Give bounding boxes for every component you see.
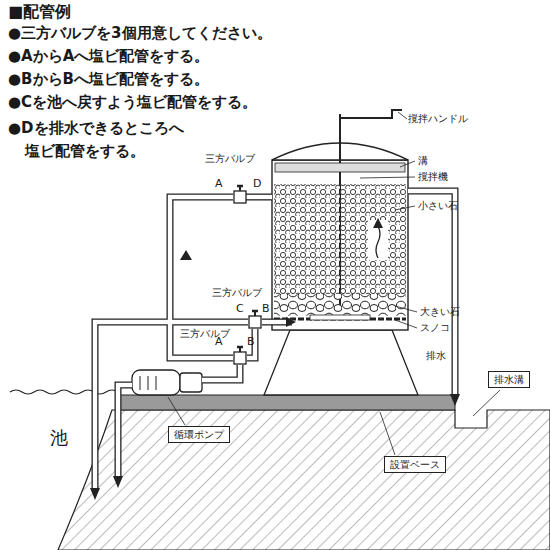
circulation-pump xyxy=(132,370,202,395)
port-letter: A xyxy=(215,336,223,349)
leader-lines xyxy=(168,112,500,455)
part-label: 小さい石 xyxy=(418,200,458,212)
pond-label: 池 xyxy=(50,428,68,449)
pipe xyxy=(170,197,233,358)
note: ●AからAへ塩ビ配管をする。 xyxy=(8,48,209,65)
pipe xyxy=(408,191,455,396)
pipe-bore xyxy=(95,322,248,490)
flow-arrow xyxy=(90,488,100,500)
port-letter: B xyxy=(247,336,255,349)
installation-base xyxy=(120,395,455,410)
ground xyxy=(58,410,550,550)
port-letter: D xyxy=(253,178,261,191)
box-text: 排水溝 xyxy=(494,374,524,385)
valve-label: 三方バルブ xyxy=(205,153,255,165)
part-label: スノコ xyxy=(420,322,450,334)
part-label: 排水 xyxy=(426,350,446,362)
pipe xyxy=(247,329,255,358)
label-box: 設置ベース xyxy=(384,456,446,473)
note: ●Dを排水できるところへ 塩ビ配管をする。 xyxy=(8,117,197,163)
port-letter: A xyxy=(215,178,223,191)
note: ●三方バルブを3個用意してください。 xyxy=(8,25,272,42)
three-way-valve xyxy=(234,186,246,203)
filter-tank xyxy=(264,110,418,395)
valve-label: 三方バルブ xyxy=(212,287,262,299)
pipe-bore xyxy=(202,365,240,380)
port-letter: C xyxy=(236,303,244,316)
flow-arrow xyxy=(450,394,460,406)
part-label: 溝 xyxy=(418,155,428,167)
port-letter: B xyxy=(262,303,270,316)
part-label: 大きい石 xyxy=(420,306,460,318)
flow-arrow xyxy=(113,476,123,488)
label-box: 循環ポンプ xyxy=(168,426,230,443)
pipes xyxy=(90,186,460,500)
pipe-bore xyxy=(408,191,455,396)
note: ●Cを池へ戻すよう塩ビ配管をする。 xyxy=(8,94,257,111)
label-box: 排水溝 xyxy=(488,371,530,388)
pipe xyxy=(118,385,132,478)
flow-arrow xyxy=(180,250,192,260)
part-label: 撹拌機 xyxy=(418,171,448,183)
title: ■配管例 xyxy=(8,3,71,21)
three-way-valve xyxy=(234,347,246,364)
pipe-bore xyxy=(170,197,233,358)
pipe xyxy=(202,365,240,380)
box-text: 設置ベース xyxy=(390,459,440,470)
box-text: 循環ポンプ xyxy=(174,429,224,440)
pipe-bore xyxy=(118,385,132,478)
pipe-bore xyxy=(247,329,255,358)
three-way-valve xyxy=(249,311,261,328)
part-label: 撹拌ハンドル xyxy=(408,113,468,125)
pond-surface xyxy=(10,390,118,394)
note: ●BからBへ塩ビ配管をする。 xyxy=(8,71,209,88)
flow-arrow xyxy=(286,317,296,327)
